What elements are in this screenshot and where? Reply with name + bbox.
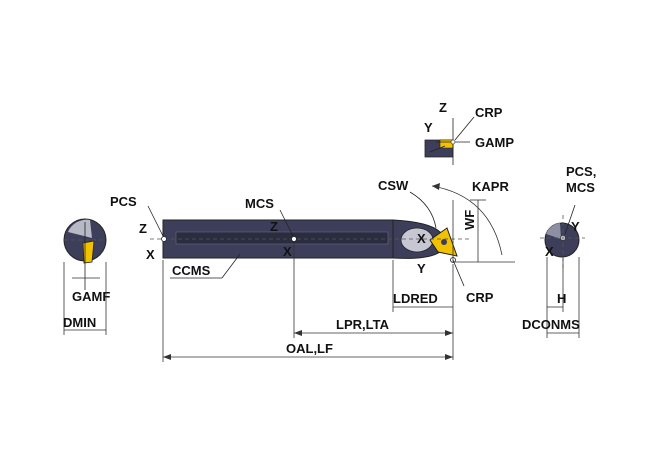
dconms-label: DCONMS [522,317,580,332]
oal-arrow-right [445,354,453,360]
pcs-label-left: PCS [110,194,137,209]
z-axis-label-top: Z [439,100,447,115]
wf-label: WF [462,210,477,230]
insert-detail-crp-point [450,139,456,145]
csw-label: CSW [378,178,409,193]
x-axis-label-head: X [417,231,426,246]
x-axis-label-right: X [545,244,554,259]
pcs-label-right: PCS, [566,164,596,179]
mcs-label: MCS [245,196,274,211]
shank-view [150,219,470,263]
insert-detail-gamp-line [429,145,446,153]
right-end-view [540,204,585,270]
insert-detail [424,118,470,165]
oal-lf-label: OAL,LF [286,341,333,356]
insert-end-shape [82,240,95,264]
kapr-arrow [432,183,440,190]
pcs-leader-left [147,205,164,237]
oal-arrow-left [163,354,171,360]
crp-leader-top [454,116,475,141]
mcs-label-right: MCS [566,180,595,195]
z-axis-label-left: Z [139,221,147,236]
mcs-point [291,236,297,242]
lpr-arrow-left [294,330,302,336]
h-label: H [557,291,566,306]
z-axis-label-mid: Z [270,219,278,234]
mcs-leader [279,209,294,237]
insert-screw [441,239,447,245]
crp-leader-bottom [452,259,465,287]
ccms-label: CCMS [172,263,211,278]
lpr-arrow-right [445,330,453,336]
gamf-label: GAMF [72,289,110,304]
right-shank-highlight [546,223,561,239]
pcs-point [161,236,167,242]
x-axis-label-left: X [146,247,155,262]
ldred-label: LDRED [393,291,438,306]
y-axis-label-head: Y [417,261,426,276]
dmin-label: DMIN [63,315,96,330]
lpr-lta-label: LPR,LTA [336,317,390,332]
gamp-label: GAMP [475,135,514,150]
coolant-groove [175,231,389,245]
kapr-arc [431,185,503,256]
shank-flat-highlight [68,219,92,238]
left-end-view: GAMF DMIN [63,218,110,335]
x-axis-label-mid: X [283,244,292,259]
csw-leader [409,191,437,229]
ccms-leader [221,253,241,279]
kapr-label: KAPR [472,179,509,194]
crp-label-bottom: CRP [466,290,494,305]
pcs-leader-right [564,204,576,235]
crp-label-top: CRP [475,105,503,120]
y-axis-label-top: Y [424,120,433,135]
y-axis-label-right: Y [571,219,580,234]
